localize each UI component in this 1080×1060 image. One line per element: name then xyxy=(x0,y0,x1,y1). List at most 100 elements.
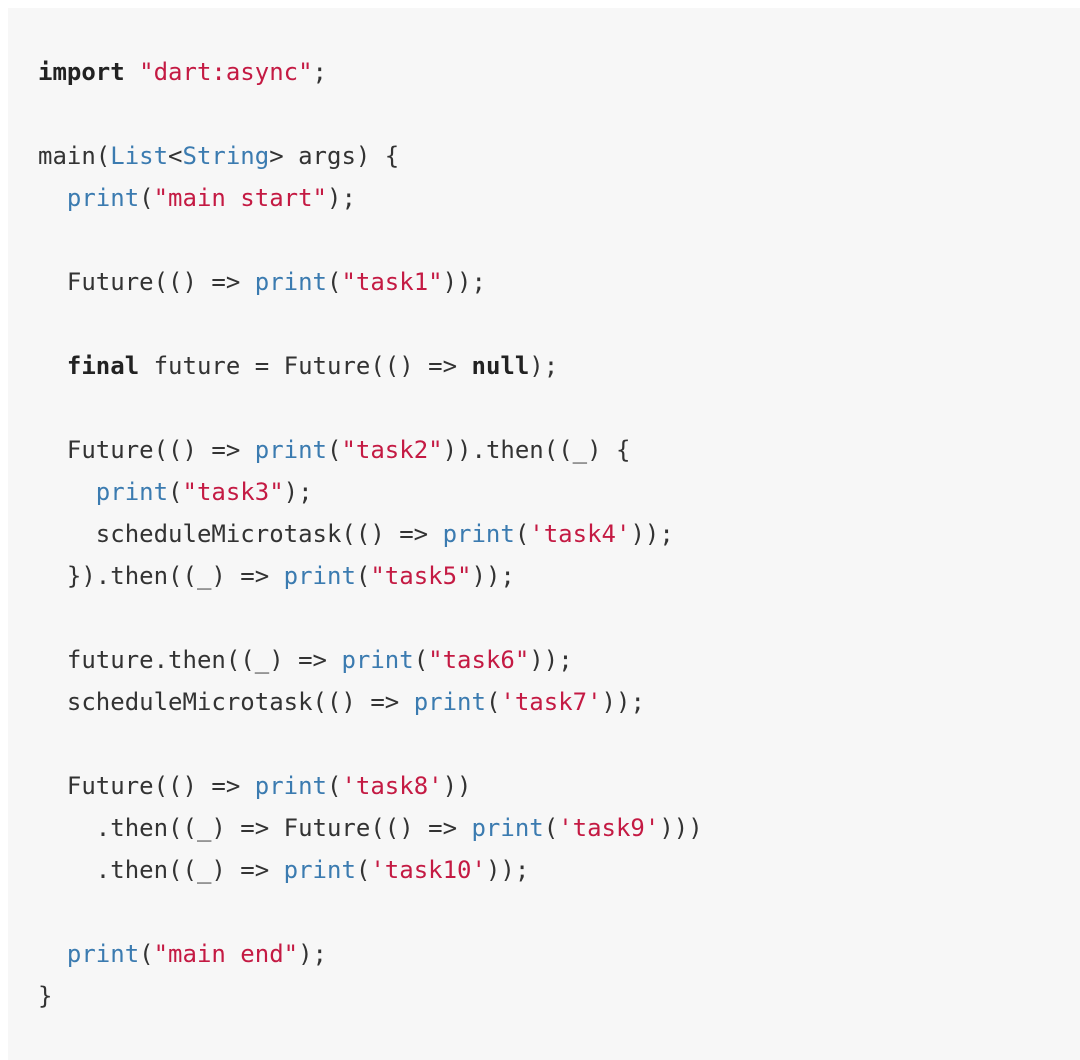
function-token: print xyxy=(66,940,140,968)
code-line: Future(() => print('task8')) xyxy=(38,765,703,807)
string-token: "task1" xyxy=(341,268,443,296)
code-token: ); xyxy=(529,352,559,380)
code-token: )); xyxy=(630,520,674,548)
code-token: ); xyxy=(298,940,328,968)
code-token xyxy=(125,58,139,86)
code-token: } xyxy=(38,982,53,1010)
function-token: print xyxy=(95,478,169,506)
code-token: ( xyxy=(168,478,183,506)
string-token: 'task10' xyxy=(370,856,486,884)
code-token: future = Future(() => xyxy=(139,352,472,380)
function-token: print xyxy=(254,772,327,800)
string-token: "task6" xyxy=(428,646,530,674)
code-line: print("main start"); xyxy=(38,177,703,219)
code-block: import "dart:async"; main(List<String> ar… xyxy=(8,8,1080,1060)
code-line: }).then((_) => print("task5")); xyxy=(38,555,703,597)
code-line: main(List<String> args) { xyxy=(38,135,703,177)
code-line xyxy=(38,303,703,345)
code-line xyxy=(38,597,703,639)
code-token: < xyxy=(168,142,183,170)
function-token: print xyxy=(66,184,140,212)
code-token xyxy=(38,352,67,380)
code-token: )); xyxy=(442,268,486,296)
string-token: 'task4' xyxy=(529,520,631,548)
code-line: Future(() => print("task1")); xyxy=(38,261,703,303)
code-line xyxy=(38,219,703,261)
code-token: Future(() => xyxy=(38,772,255,800)
code-token: .then((_) => Future(() => xyxy=(38,814,472,842)
function-token: print xyxy=(341,646,414,674)
code-token: ( xyxy=(327,268,342,296)
function-token: print xyxy=(413,688,486,716)
type-token: String xyxy=(182,142,270,170)
code-token: > args) { xyxy=(269,142,400,170)
code-line xyxy=(38,93,703,135)
code-token: )); xyxy=(601,688,645,716)
function-token: print xyxy=(283,856,356,884)
code-line xyxy=(38,723,703,765)
code-token: )); xyxy=(485,856,530,884)
code-token xyxy=(38,478,96,506)
code-line: print("task3"); xyxy=(38,471,703,513)
string-token: 'task8' xyxy=(341,772,443,800)
string-token: 'task7' xyxy=(500,688,602,716)
string-token: "task3" xyxy=(182,478,284,506)
string-token: "main start" xyxy=(153,184,327,212)
code-token xyxy=(38,940,67,968)
code-line xyxy=(38,891,703,933)
code-token: ( xyxy=(514,520,530,548)
code-token: ( xyxy=(485,688,501,716)
code-line: .then((_) => Future(() => print('task9')… xyxy=(38,807,703,849)
code-token: ( xyxy=(139,940,154,968)
code-token xyxy=(38,184,67,212)
keyword-token: null xyxy=(471,352,530,380)
code-token: .then((_) => xyxy=(38,856,284,884)
code-token: ( xyxy=(355,562,371,590)
code-token: ( xyxy=(413,646,429,674)
code-token: ( xyxy=(355,856,371,884)
keyword-token: import xyxy=(38,58,125,86)
function-token: print xyxy=(254,268,327,296)
function-token: print xyxy=(254,436,327,464)
code-token: ( xyxy=(327,436,342,464)
function-token: print xyxy=(283,562,356,590)
code-token: ( xyxy=(327,772,342,800)
code-token: main( xyxy=(38,142,111,170)
code-line: scheduleMicrotask(() => print('task7')); xyxy=(38,681,703,723)
code-token: future.then((_) => xyxy=(38,646,342,674)
string-token: 'task9' xyxy=(558,814,660,842)
type-token: List xyxy=(110,142,169,170)
code-token: scheduleMicrotask(() => xyxy=(38,688,414,716)
code-token: ( xyxy=(543,814,559,842)
code-token: ))) xyxy=(659,814,703,842)
code-line: final future = Future(() => null); xyxy=(38,345,703,387)
code-line: print("main end"); xyxy=(38,933,703,975)
code-token: Future(() => xyxy=(38,436,255,464)
code-line: import "dart:async"; xyxy=(38,51,703,93)
code-line: future.then((_) => print("task6")); xyxy=(38,639,703,681)
function-token: print xyxy=(442,520,515,548)
code-token: )); xyxy=(529,646,573,674)
code-line xyxy=(38,387,703,429)
string-token: "main end" xyxy=(153,940,299,968)
code-line: Future(() => print("task2")).then((_) { xyxy=(38,429,703,471)
string-token: "dart:async" xyxy=(139,58,313,86)
code-line: } xyxy=(38,975,703,1017)
code-token: ; xyxy=(312,58,327,86)
code-token: ( xyxy=(139,184,154,212)
function-token: print xyxy=(471,814,544,842)
string-token: "task5" xyxy=(370,562,472,590)
code-line: scheduleMicrotask(() => print('task4')); xyxy=(38,513,703,555)
keyword-token: final xyxy=(66,352,140,380)
code-token: }).then((_) => xyxy=(38,562,284,590)
code-token: )).then((_) { xyxy=(442,436,631,464)
code-token: ); xyxy=(327,184,356,212)
code-listing: import "dart:async"; main(List<String> ar… xyxy=(38,51,703,1017)
code-token: )) xyxy=(442,772,472,800)
code-line: .then((_) => print('task10')); xyxy=(38,849,703,891)
code-token: scheduleMicrotask(() => xyxy=(38,520,443,548)
code-token: ); xyxy=(283,478,313,506)
string-token: "task2" xyxy=(341,436,443,464)
code-token: Future(() => xyxy=(38,268,255,296)
code-token: )); xyxy=(471,562,515,590)
